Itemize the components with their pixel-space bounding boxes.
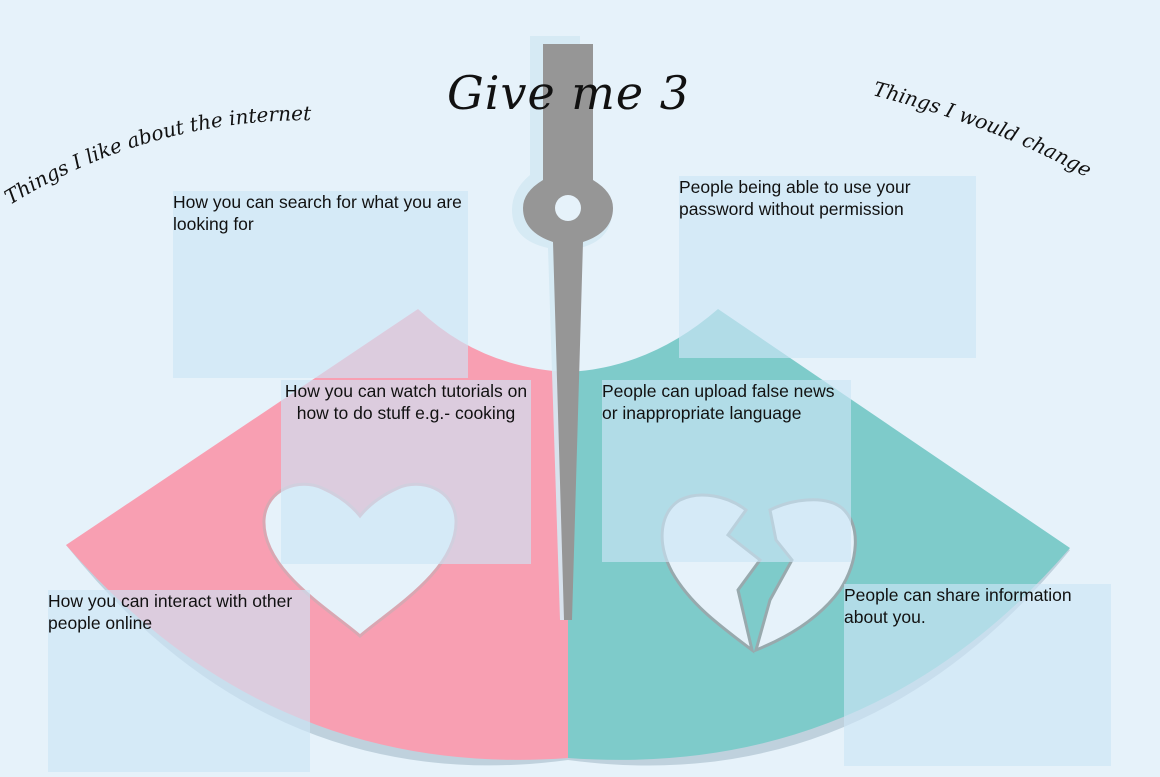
right-heading: Things I would change	[871, 77, 1096, 182]
note-text: People being able to use your password w…	[679, 177, 911, 219]
note-password[interactable]: People being able to use your password w…	[679, 176, 976, 358]
note-interact[interactable]: How you can interact with other people o…	[48, 590, 310, 772]
note-search[interactable]: How you can search for what you are look…	[173, 191, 468, 378]
note-text: How you can search for what you are look…	[173, 192, 462, 234]
note-text: People can share information about you.	[844, 585, 1072, 627]
note-text: How you can watch tutorials on how to do…	[284, 381, 528, 423]
note-text: People can upload false news or inapprop…	[602, 381, 835, 423]
note-tutorials[interactable]: How you can watch tutorials on how to do…	[281, 380, 531, 564]
note-text: How you can interact with other people o…	[48, 591, 293, 633]
page-title: Give me 3	[447, 66, 691, 120]
needle-icon	[523, 44, 613, 620]
note-false-news[interactable]: People can upload false news or inapprop…	[602, 380, 851, 562]
note-share[interactable]: People can share information about you.	[844, 584, 1111, 766]
